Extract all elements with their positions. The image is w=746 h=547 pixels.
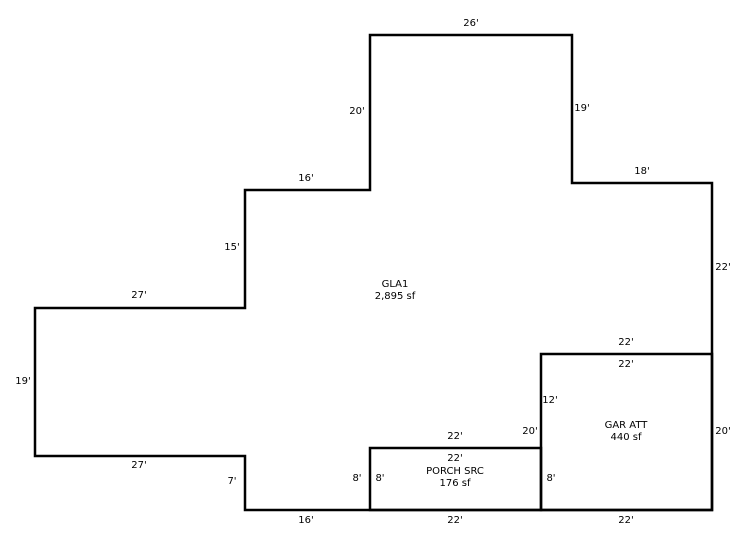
- dim-bottom-left-horizontal: 16': [298, 515, 314, 526]
- dim-porch-left-outer: 8': [352, 473, 362, 484]
- dim-garage-left-lower: 8': [546, 473, 556, 484]
- porch-name: PORCH SRC: [426, 466, 484, 477]
- dim-lower-left-vertical: 7': [227, 476, 237, 487]
- garage-area: 440 sf: [610, 432, 642, 443]
- gla-area: 2,895 sf: [374, 291, 416, 302]
- dim-left-horizontal-bottom: 27': [131, 460, 147, 471]
- dim-top: 26': [463, 18, 479, 29]
- dim-porch-bottom: 22': [447, 515, 463, 526]
- dim-left-vertical: 19': [15, 376, 31, 387]
- dim-top-left-vertical: 20': [349, 106, 365, 117]
- gla-name: GLA1: [381, 279, 409, 290]
- dim-porch-left-inner: 8': [375, 473, 385, 484]
- dim-garage-bottom: 22': [618, 515, 634, 526]
- porch-area: 176 sf: [439, 478, 471, 489]
- porch-outline: [368, 446, 543, 512]
- dim-porch-top-inner: 22': [447, 453, 463, 464]
- dim-garage-right: 20': [715, 426, 731, 437]
- dim-garage-left-mid: 20': [522, 426, 538, 437]
- dim-porch-top-outer: 22': [447, 431, 463, 442]
- porch-room-label: PORCH SRC 176 sf: [426, 466, 484, 490]
- dim-upper-left-horizontal: 16': [298, 173, 314, 184]
- dim-mid-left-vertical: 15': [224, 242, 240, 253]
- gla-room-label: GLA1 2,895 sf: [375, 279, 416, 303]
- dim-garage-top-outer: 22': [618, 337, 634, 348]
- dim-garage-left-upper: 12': [542, 395, 558, 406]
- garage-room-label: GAR ATT 440 sf: [605, 420, 648, 444]
- garage-name: GAR ATT: [604, 420, 648, 431]
- dim-right-vertical: 22': [715, 262, 731, 273]
- dim-upper-right-horizontal: 18': [634, 166, 650, 177]
- dim-top-right-vertical: 19': [574, 103, 590, 114]
- gla-outline: [33, 33, 714, 512]
- dim-left-horizontal-top: 27': [131, 290, 147, 301]
- dim-garage-top-inner: 22': [618, 359, 634, 370]
